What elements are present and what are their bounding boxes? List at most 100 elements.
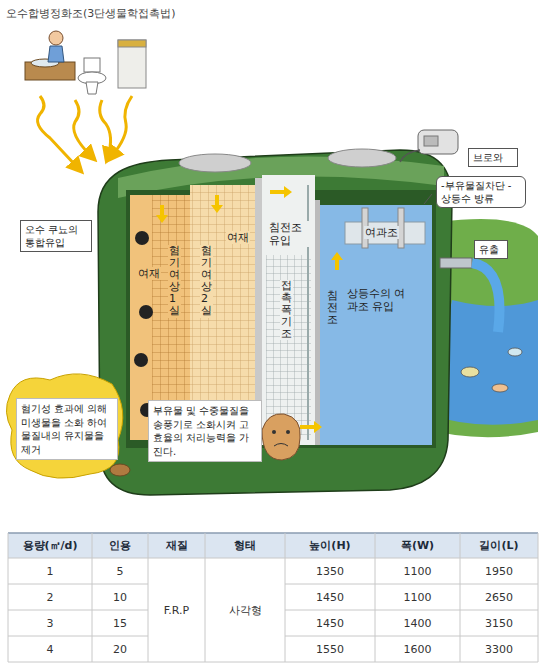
table-cell: 10 (93, 585, 147, 609)
spec-table-grid (8, 533, 538, 662)
media-ball (139, 305, 153, 319)
table-rule (8, 636, 148, 637)
table-header: 용량(㎥/d) (9, 534, 91, 557)
table-cell: 2 (9, 585, 91, 609)
filter-trough (345, 222, 425, 244)
outlet (440, 258, 500, 332)
table-header: 재질 (149, 534, 204, 557)
inflow-arrow (100, 100, 111, 156)
table-header: 폭(W) (376, 534, 459, 557)
table-cell: 1450 (286, 611, 374, 635)
table-cell: 3150 (461, 611, 537, 635)
sludge-character (262, 414, 300, 460)
person-body (48, 46, 64, 62)
table-cell: 1350 (286, 559, 374, 583)
chamber-label: 여과조 (364, 226, 399, 239)
chamber-fill (320, 205, 432, 445)
fish (461, 367, 479, 377)
leader-line (424, 194, 432, 204)
fish (492, 384, 508, 392)
table-rule (205, 533, 206, 662)
table-rule (538, 533, 539, 662)
table-cell: 1950 (461, 559, 537, 583)
tank (98, 149, 452, 495)
blower-vent (424, 136, 438, 146)
washer-top (118, 40, 146, 47)
node-text: -부유물질차단 -상등수 방류 (441, 179, 521, 205)
vertical-label: 침전조 (326, 290, 339, 326)
water-stream (472, 263, 500, 332)
table-cell: 1 (9, 559, 91, 583)
characters (6, 374, 300, 478)
vertical-label: 접촉폭기조 (280, 280, 293, 340)
table-rule (8, 584, 148, 585)
inflow-arrow (112, 96, 132, 156)
table-header: 길이(L) (461, 534, 537, 557)
table-cell: 1600 (376, 637, 459, 661)
eye (286, 430, 290, 434)
vertical-label: 혐기여상1실 (168, 245, 181, 318)
table-rule (375, 533, 376, 662)
callout-note: 혐기성 효과에 의해 미생물을 소화 하여 물질내의 유지물을 제거 (16, 398, 118, 460)
person-head (49, 31, 63, 45)
chamber-fill (262, 175, 315, 445)
table-cell: 1550 (286, 637, 374, 661)
table-cell: 1100 (376, 559, 459, 583)
chamber-label: 상등수의 여과조 유입 (346, 287, 410, 313)
media-ball (134, 353, 148, 367)
node-text: 유출 (479, 243, 503, 256)
table-cell: 3 (9, 611, 91, 635)
table-cell: 15 (93, 611, 147, 635)
toilet-tank (84, 58, 100, 72)
table-rule (460, 533, 461, 662)
toilet-base (86, 82, 98, 94)
flow-arrow (270, 186, 292, 198)
vertical-label: 혐기여상2실 (200, 245, 213, 318)
contact-media (266, 255, 311, 435)
table-cell: F.R.P (149, 559, 204, 661)
table-cell: 사각형 (206, 559, 284, 661)
node-text: 브로와 (473, 151, 513, 164)
table-rule (8, 532, 538, 534)
table-rule (285, 636, 538, 637)
table-rule (285, 610, 538, 611)
aeration-chamber: 침전조 유입접촉폭기조 (262, 175, 315, 445)
table-rule (8, 662, 538, 663)
flow-arrow (331, 252, 343, 270)
table-cell: 3300 (461, 637, 537, 661)
chamber-label: 여재 (226, 231, 250, 244)
microbe-character (6, 374, 122, 478)
outflow-label: 유출 (474, 240, 508, 259)
chamber-label: 여재 (137, 267, 161, 280)
table-header: 형태 (206, 534, 284, 557)
table-cell: 1400 (376, 611, 459, 635)
callout-note: 부유물 및 수중물질을 송풍기로 소화시켜 고효율의 처리능력을 가진다. (148, 400, 262, 462)
outlet-pipe (440, 258, 472, 268)
manhole (328, 149, 396, 167)
table-header: 인용 (93, 534, 147, 557)
diagram-title: 오수합병정화조(3단생물학접촉법) (6, 6, 176, 21)
eye (272, 430, 276, 434)
table-cell: 5 (93, 559, 147, 583)
table-cell: 20 (93, 637, 147, 661)
grease-bean (110, 464, 130, 476)
inflow-arrow (38, 96, 78, 168)
node-text: 오수 쿠뇨의 통합유입 (25, 223, 87, 249)
node-text: 부유물 및 수중물질을 송풍기로 소화시켜 고효율의 처리능력을 가진다. (153, 404, 257, 458)
table-header: 높이(H) (286, 534, 374, 557)
table-rule (8, 558, 538, 559)
flow-arrow (156, 205, 168, 223)
manhole (179, 154, 251, 172)
blower-label: 브로와 (468, 148, 518, 167)
table-cell: 2650 (461, 585, 537, 609)
settling-chamber: 여과조상등수의 여과조 유입 침전조 (320, 205, 432, 445)
tank-body (98, 150, 452, 495)
table-rule (285, 533, 286, 662)
table-rule (285, 584, 538, 585)
media-ball (135, 231, 149, 245)
flow-arrow (211, 195, 223, 213)
outflow-note-box: -부유물질차단 -상등수 방류 (436, 176, 526, 208)
table-rule (8, 533, 9, 662)
